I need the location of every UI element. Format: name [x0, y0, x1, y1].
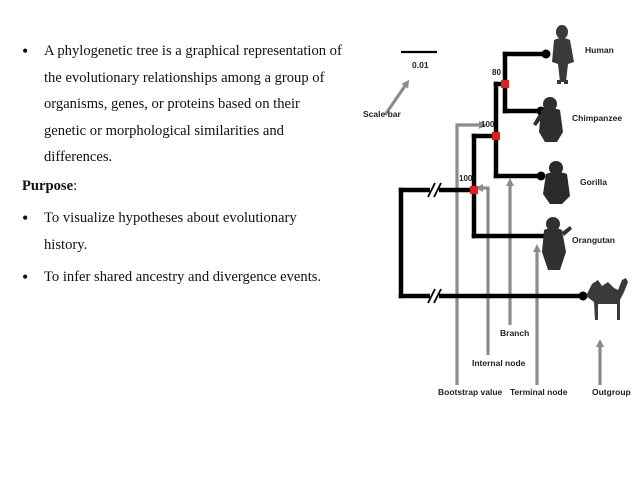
callout-label-branch: Branch — [500, 328, 529, 338]
bullet-dot: • — [22, 267, 29, 287]
terminal-node-human — [541, 49, 551, 59]
text-column: • A phylogenetic tree is a graphical rep… — [22, 38, 342, 291]
bullet-definition: • A phylogenetic tree is a graphical rep… — [22, 38, 342, 171]
scale-bar-arrow — [383, 79, 410, 116]
bootstrap-value-100-b: 100 — [459, 174, 473, 183]
bullet-dot: • — [22, 208, 29, 228]
internal-nodes — [470, 80, 509, 194]
gorilla-illustration — [543, 161, 570, 204]
taxon-label-orangutan: Orangutan — [572, 235, 615, 245]
callout-label-terminal-node: Terminal node — [510, 387, 568, 397]
bullet-purpose-1: • To visualize hypotheses about evolutio… — [22, 205, 342, 258]
bullet-dot: • — [22, 41, 29, 61]
internal-node-2 — [492, 132, 500, 140]
purpose-1-text: To visualize hypotheses about evolutiona… — [44, 210, 297, 253]
purpose-heading-word: Purpose — [22, 177, 74, 194]
callout-label-bootstrap-value: Bootstrap value — [438, 387, 503, 397]
internal-node-arrow — [475, 184, 490, 355]
taxon-label-chimpanzee: Chimpanzee — [572, 113, 622, 123]
bullet-purpose-2: • To infer shared ancestry and divergenc… — [22, 264, 342, 291]
internal-node-1 — [501, 80, 509, 88]
terminal-node-gorilla — [536, 171, 546, 181]
scale-bar-value: 0.01 — [412, 60, 429, 70]
bootstrap-arrow-80 — [455, 121, 487, 385]
callout-label-outgroup: Outgroup — [592, 387, 631, 397]
callout-label-internal-node: Internal node — [472, 358, 526, 368]
purpose-colon: : — [73, 177, 78, 194]
human-illustration — [552, 25, 574, 84]
taxon-label-gorilla: Gorilla — [580, 177, 607, 187]
callout-arrows — [383, 79, 604, 385]
taxon-label-human: Human — [585, 45, 614, 55]
purpose-heading: Purpose: — [22, 173, 342, 200]
camel-illustration — [586, 278, 628, 320]
branch-break-marks — [427, 182, 442, 304]
bootstrap-value-80: 80 — [492, 68, 501, 77]
scale-bar-label: Scale bar — [363, 109, 401, 119]
terminal-node-outgroup — [578, 291, 588, 301]
purpose-2-text: To infer shared ancestry and divergence … — [44, 269, 322, 285]
internal-node-3 — [470, 186, 478, 194]
chimpanzee-illustration — [533, 97, 563, 142]
definition-text: A phylogenetic tree is a graphical repre… — [44, 43, 342, 165]
orangutan-illustration — [542, 217, 572, 270]
bootstrap-value-100-a: 100 — [481, 120, 495, 129]
